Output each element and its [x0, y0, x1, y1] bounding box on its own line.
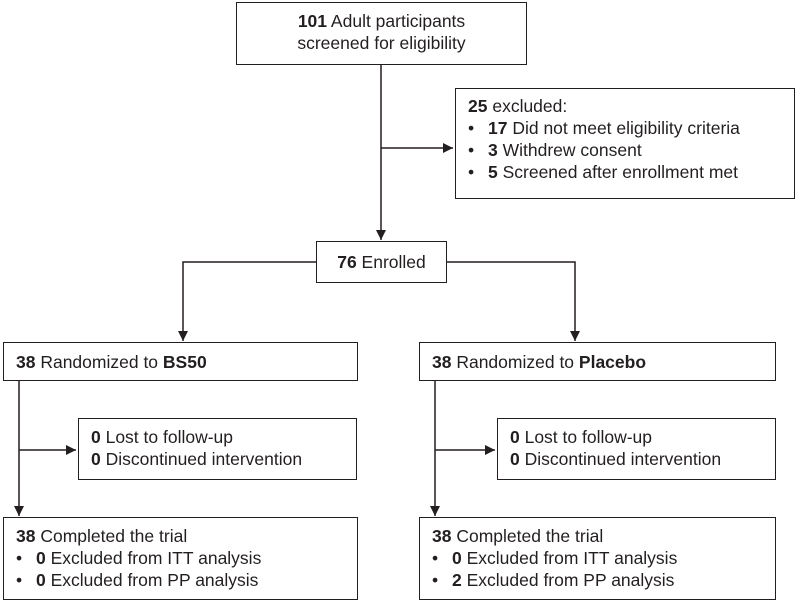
- completed-header: 38 Completed the trial: [16, 525, 357, 547]
- completed-count: 38: [16, 526, 36, 546]
- followup-text: Lost to follow-up: [519, 427, 653, 447]
- arrow-to-bs50: [178, 261, 316, 341]
- analysis-item: • 0 Excluded from ITT analysis: [432, 547, 775, 569]
- analysis-count: 0: [36, 548, 46, 568]
- excluded-count: 25: [468, 96, 488, 116]
- bullet: •: [432, 570, 439, 590]
- analysis-count: 0: [36, 570, 46, 590]
- completed-text: Completed the trial: [451, 526, 604, 546]
- bullet: •: [468, 162, 475, 182]
- randomized-placebo-line: 38 Randomized to Placebo: [432, 351, 775, 373]
- excluded-item: • 3 Withdrew consent: [468, 139, 794, 161]
- followup-bs50-box: 0 Lost to follow-up 0 Discontinued inter…: [78, 418, 357, 480]
- excluded-text: excluded:: [487, 96, 568, 116]
- excluded-box: 25 excluded: • 17 Did not meet eligibilit…: [455, 88, 795, 199]
- randomized-text: Randomized to: [451, 352, 579, 372]
- analysis-item: • 0 Excluded from ITT analysis: [16, 547, 357, 569]
- analysis-text: Excluded from PP analysis: [45, 570, 259, 590]
- excluded-item: • 5 Screened after enrollment met: [468, 161, 794, 183]
- enrolled-count: 76: [337, 252, 357, 272]
- bullet: •: [16, 570, 23, 590]
- analysis-count: 2: [452, 570, 462, 590]
- excluded-item-text: Withdrew consent: [497, 140, 642, 160]
- randomized-count: 38: [432, 352, 452, 372]
- bullet: •: [468, 140, 475, 160]
- bullet: •: [432, 548, 439, 568]
- followup-item: 0 Discontinued intervention: [510, 448, 775, 470]
- analysis-text: Excluded from ITT analysis: [45, 548, 262, 568]
- randomized-text: Randomized to: [35, 352, 163, 372]
- randomized-placebo-box: 38 Randomized to Placebo: [419, 342, 776, 381]
- analysis-text: Excluded from PP analysis: [461, 570, 675, 590]
- bullet: •: [468, 118, 475, 138]
- followup-item: 0 Discontinued intervention: [91, 448, 356, 470]
- screening-text: Adult participants: [327, 11, 466, 31]
- enrolled-text: Enrolled: [356, 252, 426, 272]
- randomized-count: 38: [16, 352, 36, 372]
- enrolled-box: 76 Enrolled: [316, 241, 447, 283]
- randomized-bs50-box: 38 Randomized to BS50: [3, 342, 358, 381]
- followup-text: Discontinued intervention: [519, 449, 722, 469]
- completed-count: 38: [432, 526, 452, 546]
- followup-placebo-box: 0 Lost to follow-up 0 Discontinued inter…: [497, 418, 776, 480]
- excluded-item-text: Screened after enrollment met: [497, 162, 738, 182]
- excluded-item-text: Did not meet eligibility criteria: [507, 118, 740, 138]
- screening-count: 101: [297, 11, 328, 31]
- followup-count: 0: [91, 427, 101, 447]
- randomized-bs50-line: 38 Randomized to BS50: [16, 351, 357, 373]
- enrolled-line: 76 Enrolled: [317, 251, 446, 273]
- followup-item: 0 Lost to follow-up: [91, 426, 356, 448]
- followup-item: 0 Lost to follow-up: [510, 426, 775, 448]
- followup-count: 0: [510, 449, 520, 469]
- completed-bs50-box: 38 Completed the trial • 0 Excluded from …: [3, 517, 358, 600]
- completed-placebo-box: 38 Completed the trial • 0 Excluded from …: [419, 517, 776, 600]
- followup-count: 0: [91, 449, 101, 469]
- analysis-item: • 2 Excluded from PP analysis: [432, 569, 775, 591]
- analysis-item: • 0 Excluded from PP analysis: [16, 569, 357, 591]
- followup-text: Lost to follow-up: [100, 427, 234, 447]
- completed-header: 38 Completed the trial: [432, 525, 775, 547]
- completed-text: Completed the trial: [35, 526, 188, 546]
- screening-line-2: screened for eligibility: [297, 33, 466, 53]
- group-name: Placebo: [578, 352, 647, 372]
- followup-count: 0: [510, 427, 520, 447]
- excluded-item: • 17 Did not meet eligibility criteria: [468, 117, 794, 139]
- excluded-item-count: 5: [488, 162, 498, 182]
- analysis-text: Excluded from ITT analysis: [461, 548, 678, 568]
- excluded-item-count: 17: [488, 118, 508, 138]
- excluded-header: 25 excluded:: [468, 95, 794, 117]
- bullet: •: [16, 548, 23, 568]
- group-name: BS50: [162, 352, 207, 372]
- analysis-count: 0: [452, 548, 462, 568]
- followup-text: Discontinued intervention: [100, 449, 303, 469]
- excluded-item-count: 3: [488, 140, 498, 160]
- screening-line-1: 101 Adult participants: [237, 10, 526, 32]
- screening-box: 101 Adult participants screened for elig…: [236, 2, 527, 65]
- arrow-to-placebo: [447, 261, 580, 341]
